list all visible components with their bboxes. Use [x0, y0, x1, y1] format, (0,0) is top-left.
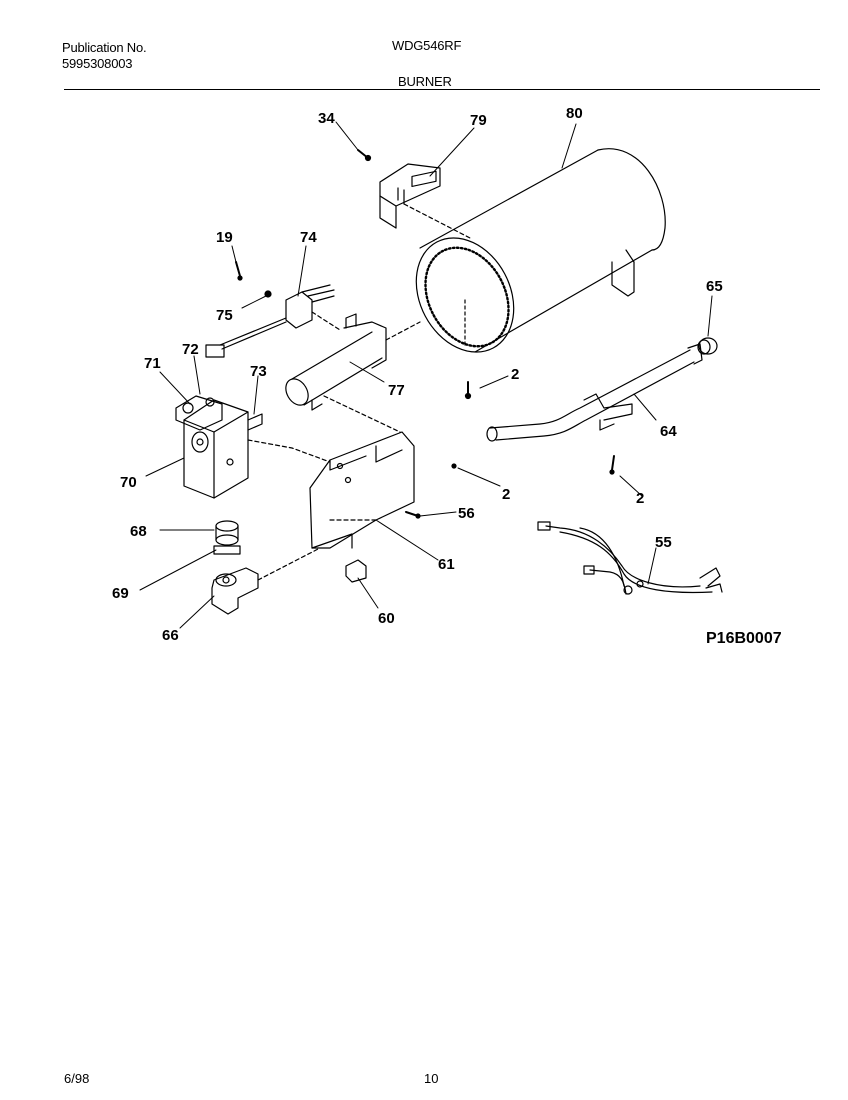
callout-68: 68	[130, 523, 147, 540]
header-rule	[64, 89, 820, 90]
callout-55: 55	[655, 534, 672, 551]
burner-tube	[285, 313, 421, 433]
section-title: BURNER	[398, 74, 452, 89]
callout-70: 70	[120, 474, 137, 491]
callout-80: 80	[566, 105, 583, 122]
diagram-code: P16B0007	[706, 630, 782, 647]
hex-fitting	[213, 545, 241, 555]
screw-34	[357, 149, 372, 162]
screw-19	[235, 261, 243, 281]
callout-69: 69	[112, 585, 129, 602]
gas-valve	[175, 395, 331, 499]
callout-73: 73	[250, 363, 267, 380]
callout-77: 77	[388, 382, 405, 399]
burner-drum	[415, 148, 666, 353]
callout-71: 71	[144, 355, 161, 372]
callout-66: 66	[162, 627, 179, 644]
screw-2-manifold	[609, 455, 615, 475]
callout-74: 74	[300, 229, 317, 246]
screw-2-bracket	[451, 463, 457, 469]
elbow-fitting	[211, 547, 321, 615]
publication-number: 5995308003	[62, 56, 133, 71]
callout-2-bracket: 2	[502, 486, 510, 503]
washer-75	[264, 290, 272, 298]
igniter	[205, 284, 341, 358]
callout-labels: 34 79 80 19 74 75 65 71 72 73 77 2 64 70…	[112, 105, 782, 647]
callout-56: 56	[458, 505, 475, 522]
callout-72: 72	[182, 341, 199, 358]
manifold-pipe	[486, 343, 703, 442]
callout-60: 60	[378, 610, 395, 627]
callout-19: 19	[216, 229, 233, 246]
screw-56	[405, 511, 421, 519]
callout-34: 34	[318, 110, 335, 127]
valve-bracket	[309, 431, 415, 549]
publication-label: Publication No.	[62, 40, 147, 55]
callout-65: 65	[706, 278, 723, 295]
clip	[345, 559, 367, 583]
leader-lines	[139, 121, 713, 629]
orifice-nut	[215, 520, 239, 546]
callout-79: 79	[470, 112, 487, 129]
callout-2-manifold: 2	[636, 490, 644, 507]
callout-61: 61	[438, 556, 455, 573]
model-number: WDG546RF	[392, 38, 462, 53]
callout-64: 64	[660, 423, 677, 440]
footer-page-number: 10	[424, 1071, 439, 1086]
footer-date: 6/98	[64, 1071, 90, 1086]
sensor-bracket	[379, 163, 471, 239]
screw-2-drum	[464, 381, 472, 400]
callout-2-drum: 2	[511, 366, 519, 383]
callout-75: 75	[216, 307, 233, 324]
pipe-cap	[697, 337, 718, 355]
wire-harness	[537, 521, 723, 595]
